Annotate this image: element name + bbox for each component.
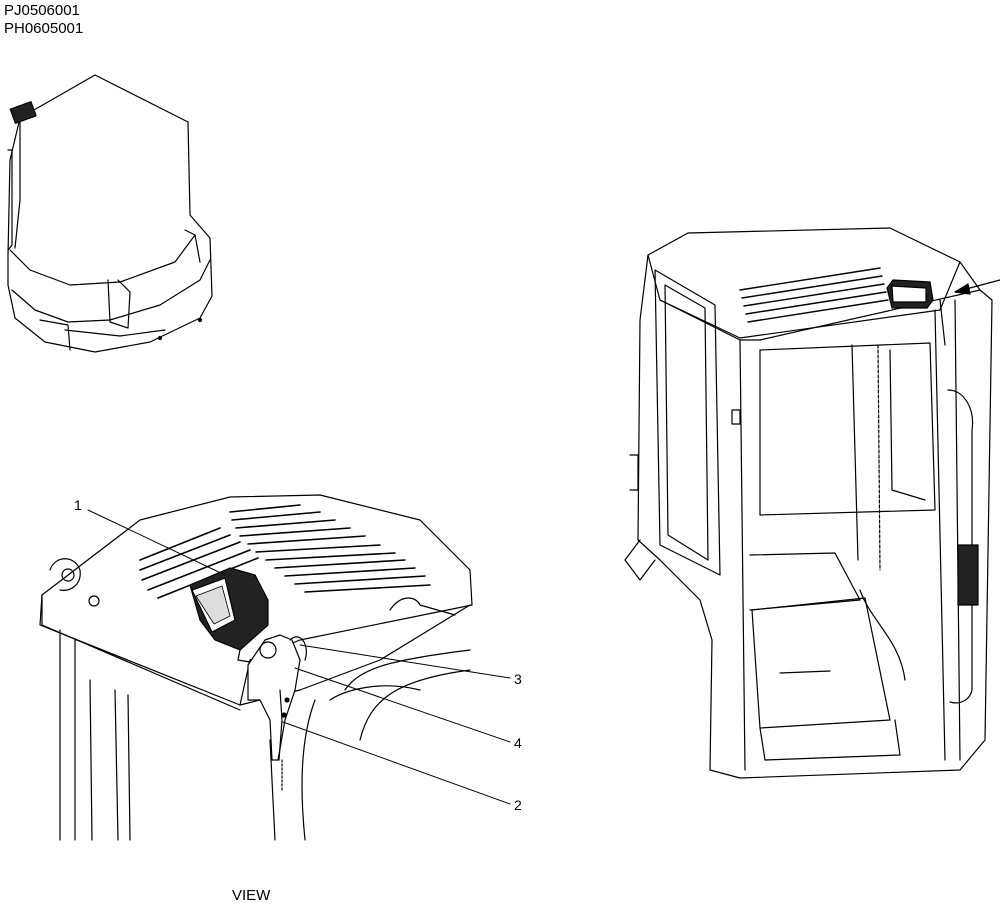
part-code-2: PH0605001 [4,20,84,37]
callout-label-2: 2 [514,797,522,813]
part-code-1: PJ0506001 [4,2,80,19]
callout-label-1: 1 [74,497,82,513]
callout-label-3: 3 [514,671,522,687]
callout-leader-lines [87,509,511,805]
view-label: VIEW [232,887,271,904]
cab-roof-detail-illustration [39,494,473,841]
lamp-cover-illustration [7,74,213,353]
cab-overview-illustration [624,227,1000,779]
callout-label-4: 4 [514,735,522,751]
